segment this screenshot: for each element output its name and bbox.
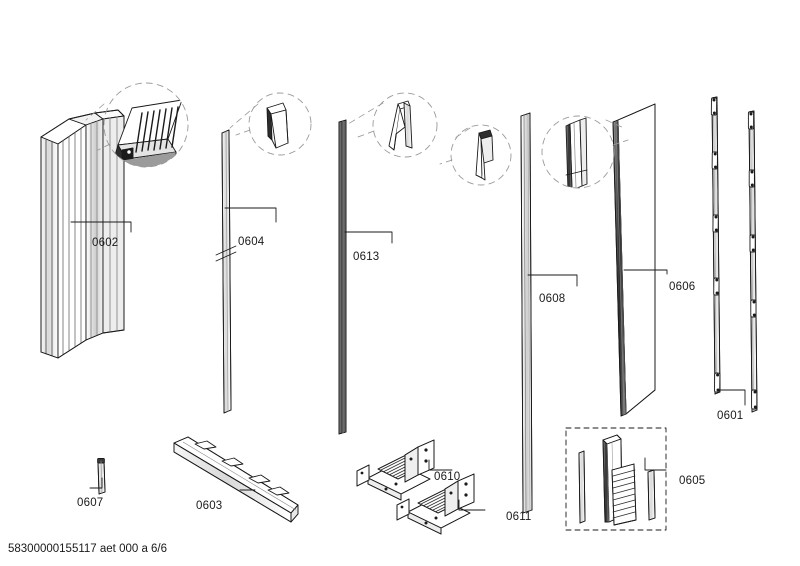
document-footer-code: 58300000155117 aet 000 a 6/6 <box>8 543 168 555</box>
part-label-0605: 0605 <box>679 475 706 487</box>
part-label-0607: 0607 <box>77 497 104 509</box>
part-0601-shape <box>710 96 758 413</box>
part-label-0603: 0603 <box>196 500 223 512</box>
part-label-0608: 0608 <box>539 293 566 305</box>
part-label-0611: 0611 <box>506 511 532 523</box>
part-0613-shape <box>338 119 347 435</box>
part-0603-shape <box>173 436 299 523</box>
part-label-0601: 0601 <box>717 410 744 422</box>
part-0605-group <box>565 427 667 531</box>
detail-callouts <box>85 82 629 189</box>
part-0611-shape <box>396 473 475 535</box>
part-label-0602: 0602 <box>92 237 119 249</box>
part-label-0613: 0613 <box>353 251 380 263</box>
part-label-0606: 0606 <box>669 281 696 293</box>
part-0606-shape <box>612 103 656 417</box>
part-0610-shape <box>356 439 435 501</box>
part-0607-shape <box>97 458 106 495</box>
part-0608-shape <box>520 112 533 514</box>
part-0604-shape <box>215 129 237 414</box>
part-0602-shape <box>40 109 125 359</box>
leader-lines <box>70 207 746 511</box>
part-label-0610: 0610 <box>434 471 461 483</box>
part-label-0604: 0604 <box>238 236 265 248</box>
